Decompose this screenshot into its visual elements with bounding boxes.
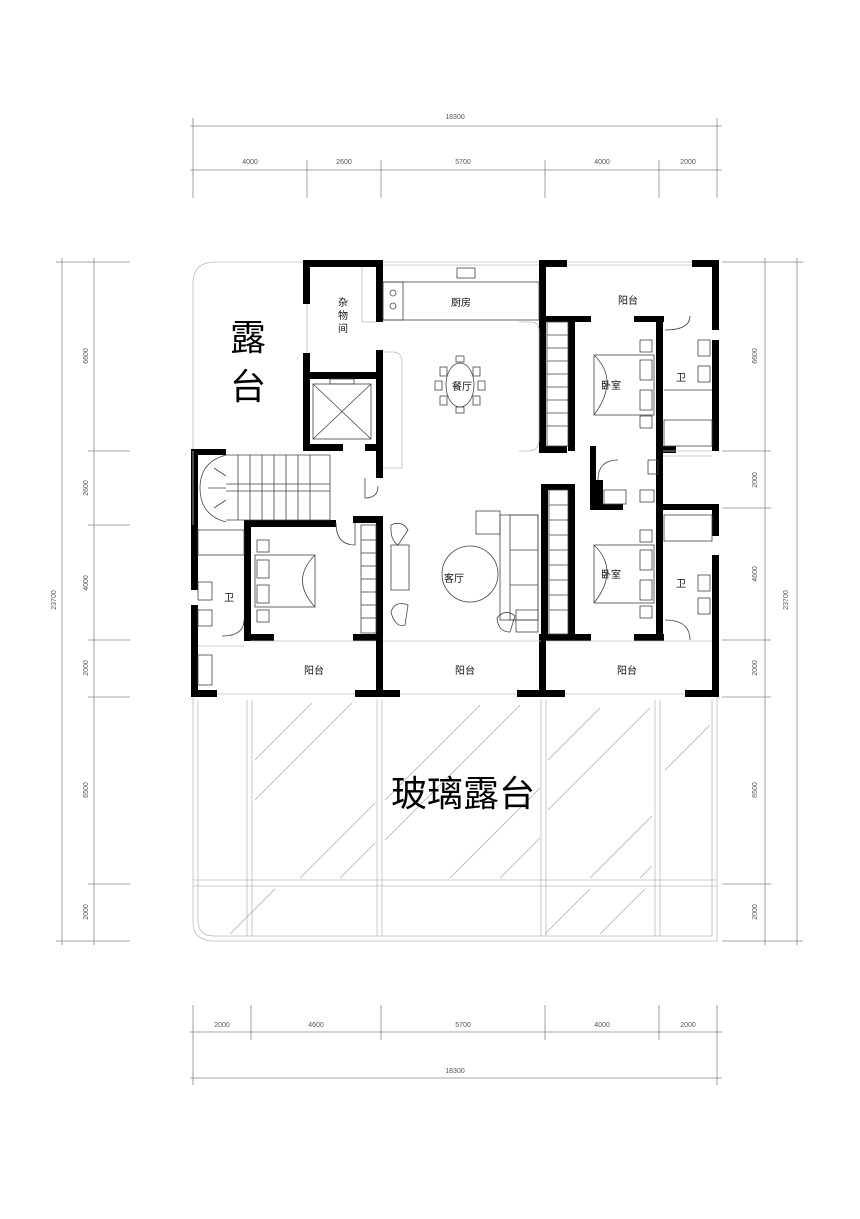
living-label: 客厅 [444,572,464,585]
dim-left-seg: 6500 [83,782,90,798]
dim-right-seg: 2000 [752,904,759,920]
dim-top-total: 18300 [445,114,465,121]
dim-left-seg: 6600 [83,348,90,364]
storage-label: 物 [338,309,348,322]
dim-right-seg: 4600 [752,566,759,582]
dim-bottom-total: 18300 [445,1068,465,1075]
dim-left-total: 23700 [51,590,58,610]
fixtures [192,261,713,695]
dim-left-seg: 2000 [83,904,90,920]
dim-left-seg: 2000 [83,660,90,676]
glass-terrace-area [192,697,718,942]
walls [191,260,719,697]
dim-top-seg: 2600 [336,159,352,166]
balcony-top-label: 阳台 [618,294,638,307]
bed-right-mid [593,529,655,619]
bed-left [254,539,316,623]
dim-bottom-seg: 5700 [455,1022,471,1029]
dim-right-seg: 6500 [752,782,759,798]
balcony-label: 阳台 [304,664,324,677]
dimension-left: 6600 2600 4000 2000 6500 2000 23700 [51,258,130,945]
dim-bottom-seg: 2000 [680,1022,696,1029]
dim-top-seg: 2000 [680,159,696,166]
bed-right-top [593,339,655,429]
bedroom-label: 卧室 [601,379,621,392]
dim-top-seg: 4000 [594,159,610,166]
storage-label: 间 [338,322,348,335]
balcony-label: 阳台 [455,664,475,677]
dim-left-seg: 4000 [83,575,90,591]
dim-top-seg: 4000 [242,159,258,166]
bath-label: 卫 [676,373,686,384]
dim-right-total: 23700 [783,590,790,610]
storage-label: 杂 [338,297,348,309]
dimension-top: 18300 4000 2600 5700 4000 2000 [190,114,722,198]
room-labels: 露 台 杂 物 间 厨房 餐厅 阳台 卧室 卫 客厅 卧室 卫 卫 阳台 阳台 … [224,294,686,815]
kitchen-label: 厨房 [451,296,471,309]
dimension-right: 6600 2000 4600 2000 6500 2000 23700 [722,258,803,945]
dimension-bottom: 2000 4600 5700 4000 2000 18300 [190,1005,722,1085]
dim-left-seg: 2600 [83,480,90,496]
dim-right-seg: 2000 [752,660,759,676]
bath-label: 卫 [676,579,686,590]
bath-label: 卫 [224,593,234,604]
dim-top-seg: 5700 [455,159,471,166]
glass-terrace-label: 玻璃露台 [391,774,535,815]
dim-bottom-seg: 4000 [594,1022,610,1029]
dim-right-seg: 6600 [752,348,759,364]
dim-bottom-seg: 2000 [214,1022,230,1029]
dining-label: 餐厅 [452,380,472,393]
terrace-label: 台 [230,367,266,408]
dim-bottom-seg: 4600 [308,1022,324,1029]
terrace-label: 露 [230,318,266,359]
bedroom-label: 卧室 [601,568,621,581]
terrace-outline [192,261,305,451]
dim-right-seg: 2000 [752,472,759,488]
balcony-label: 阳台 [617,664,637,677]
